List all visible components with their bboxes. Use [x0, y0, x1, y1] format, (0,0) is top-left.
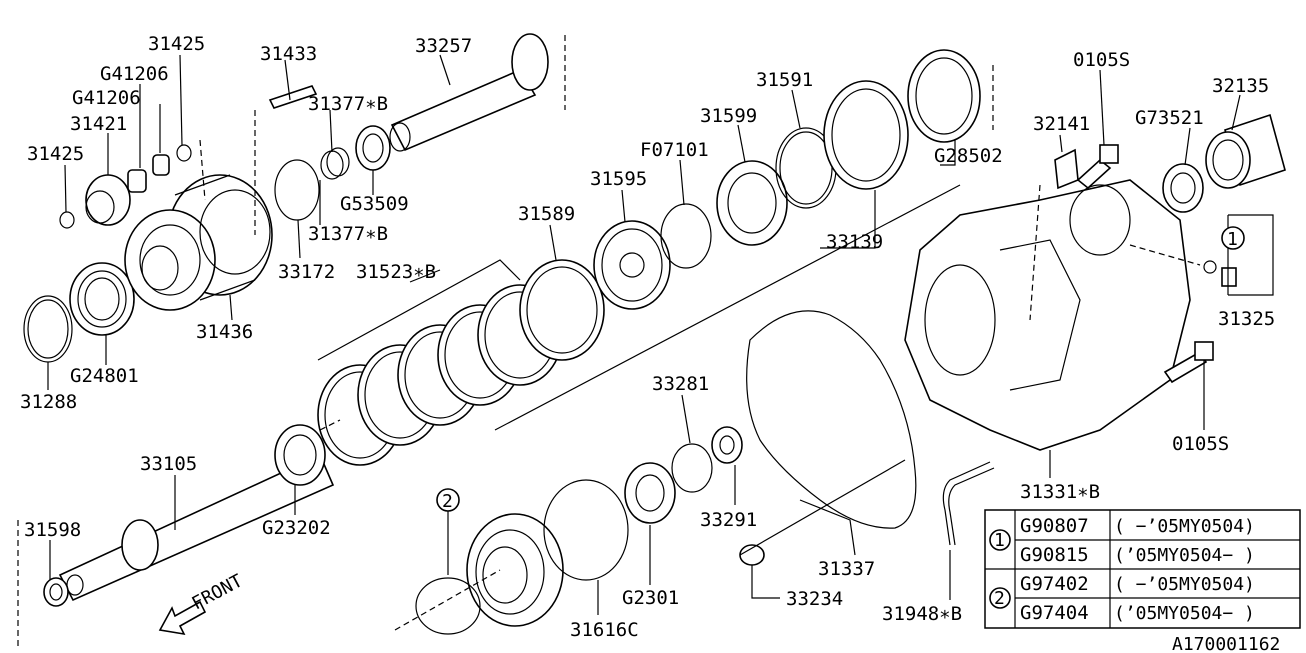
label-0105S-right: 0105S	[1172, 433, 1229, 455]
label-31598: 31598	[24, 519, 81, 541]
label-31616C: 31616C	[570, 619, 639, 641]
label-31425-left: 31425	[27, 143, 84, 165]
callout-2-text: 2	[442, 491, 453, 512]
table-row-4-range: (’05MY0504− )	[1114, 603, 1255, 624]
label-G73521: G73521	[1135, 107, 1204, 129]
label-32135: 32135	[1212, 75, 1269, 97]
part-31425-washer	[59, 144, 192, 229]
part-31325-plug	[1203, 260, 1237, 287]
part-o-ring-large	[543, 479, 629, 581]
part-31433-pin	[268, 85, 318, 109]
part-G28502-oil-seal	[907, 49, 981, 143]
part-31598-washer	[43, 577, 69, 607]
label-33257: 33257	[415, 35, 472, 57]
table-group-1-text: 1	[994, 530, 1005, 551]
callout-1: 1	[1221, 226, 1245, 250]
variant-table: 1 2 G90807 ( −’05MY0504) G90815 (’05MY05…	[984, 509, 1301, 629]
part-31523-clutch-plates	[317, 259, 605, 466]
front-arrow	[158, 600, 207, 636]
label-0105S-top: 0105S	[1073, 49, 1130, 71]
label-31325: 31325	[1218, 308, 1275, 330]
table-row-3-range: ( −’05MY0504)	[1114, 574, 1255, 595]
label-33234: 33234	[786, 588, 843, 610]
callout-2: 2	[436, 488, 460, 512]
part-31377-ring	[320, 147, 350, 180]
part-31948-pipe	[942, 461, 995, 546]
part-33291-gear	[711, 426, 743, 464]
label-31377b-top: 31377∗B	[308, 93, 388, 115]
part-33105-shaft	[58, 453, 335, 602]
table-group-2-text: 2	[994, 588, 1005, 609]
part-32141-gasket	[1054, 148, 1079, 190]
label-G2301: G2301	[622, 587, 679, 609]
part-F07101-snap-ring	[660, 203, 712, 269]
label-33139: 33139	[826, 231, 883, 253]
label-33281: 33281	[652, 373, 709, 395]
part-33257-shaft	[389, 33, 549, 152]
part-0105S-bolt-top	[1076, 144, 1119, 190]
label-31288: 31288	[20, 391, 77, 413]
table-row-1-range: ( −’05MY0504)	[1114, 516, 1255, 537]
part-G2301-bearing	[624, 462, 676, 524]
label-31433: 31433	[260, 43, 317, 65]
label-31425-top: 31425	[148, 33, 205, 55]
label-33291: 33291	[700, 509, 757, 531]
label-G28502: G28502	[934, 145, 1003, 167]
label-31331b: 31331∗B	[1020, 481, 1100, 503]
label-31523b: 31523∗B	[356, 261, 436, 283]
part-31337-gasket	[746, 310, 917, 529]
part-33172-snap-ring	[274, 159, 320, 221]
table-group-2-marker: 2	[989, 587, 1011, 609]
part-31599-hub	[716, 160, 788, 246]
part-31331-transfer-case	[904, 179, 1191, 451]
part-G41206-needle-bearing	[127, 154, 170, 193]
axis-dashed-lines	[17, 35, 1041, 650]
label-G24801: G24801	[70, 365, 139, 387]
callout-1-text: 1	[1227, 229, 1238, 250]
table-row-4-part: G97404	[1020, 602, 1089, 624]
part-G23202-bearing	[274, 424, 326, 486]
label-31377b-bottom: 31377∗B	[308, 223, 388, 245]
label-33105: 33105	[140, 453, 197, 475]
part-o-ring-small	[415, 577, 481, 635]
leader-lines	[47, 54, 1274, 615]
part-0105S-bolt-right	[1163, 341, 1214, 384]
label-G23202: G23202	[262, 517, 331, 539]
part-31616C-retainer	[466, 513, 564, 627]
part-G53509-washer	[355, 125, 391, 171]
part-33281-ring	[671, 443, 713, 493]
table-row-2-range: (’05MY0504− )	[1114, 545, 1255, 566]
table-row-1-part: G90807	[1020, 515, 1089, 537]
part-31595-gear	[593, 220, 671, 310]
part-G24801-bearing	[69, 262, 135, 336]
part-33139-ring	[823, 80, 909, 190]
part-31421-pinion-gear	[85, 174, 131, 226]
part-31288-snap-ring	[23, 295, 73, 363]
label-31595: 31595	[590, 168, 647, 190]
part-G73521-seal	[1162, 163, 1204, 213]
label-31948b: 31948∗B	[882, 603, 962, 625]
label-31591: 31591	[756, 69, 813, 91]
table-row-3-part: G97402	[1020, 573, 1089, 595]
label-31436: 31436	[196, 321, 253, 343]
label-G41206-a: G41206	[100, 63, 169, 85]
label-31337: 31337	[818, 558, 875, 580]
label-32141: 32141	[1033, 113, 1090, 135]
label-33172: 33172	[278, 261, 335, 283]
label-G41206-b: G41206	[72, 87, 141, 109]
part-31436-carrier	[124, 174, 273, 311]
part-32135-sleeve	[1205, 113, 1286, 189]
label-G53509: G53509	[340, 193, 409, 215]
table-row-2-part: G90815	[1020, 544, 1089, 566]
part-labels: 31425 31433 33257 G41206 G41206 31377∗B …	[20, 33, 1280, 653]
table-group-1-marker: 1	[989, 529, 1011, 551]
label-front: FRONT	[188, 570, 246, 614]
label-31599: 31599	[700, 105, 757, 127]
label-31421: 31421	[70, 113, 127, 135]
diagram-id: A170001162	[1172, 634, 1280, 653]
label-31589: 31589	[518, 203, 575, 225]
label-F07101: F07101	[640, 139, 709, 161]
